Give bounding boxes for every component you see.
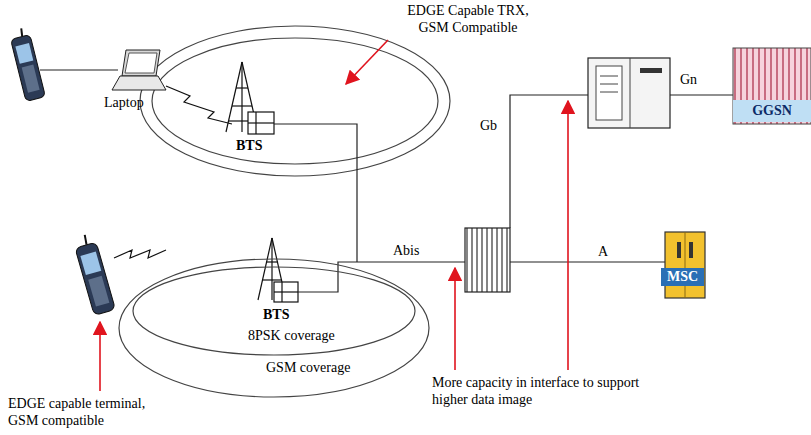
bts-tower	[236, 87, 248, 88]
mobile-phone	[88, 276, 109, 307]
gb-interface	[510, 95, 588, 228]
data-cable	[40, 69, 118, 70]
ggsn-box: GGSN	[733, 100, 811, 122]
bts-tower	[266, 261, 278, 262]
bts-tower	[248, 122, 274, 123]
bts-label: BTS	[236, 138, 262, 154]
callout-arrow	[567, 101, 569, 370]
ggsn-cabinet	[733, 48, 811, 124]
mobile-phone	[22, 65, 40, 93]
radio-link	[114, 250, 166, 258]
coverage-ellipse: 8PSK coverage BTS	[132, 266, 416, 356]
abis-wire	[298, 262, 465, 292]
bts-tower	[232, 105, 252, 106]
mobile-phone	[9, 27, 46, 102]
node-label: MSC	[667, 269, 698, 285]
bts-tower	[274, 282, 298, 302]
sgsn-server	[588, 58, 670, 128]
bts-tower	[262, 279, 282, 280]
sgsn-server	[588, 58, 670, 128]
msc-box: MSC	[661, 268, 704, 286]
ellipse-outline	[119, 259, 429, 397]
callout-note: EDGE capable terminal, GSM compatible	[8, 395, 173, 429]
cell-outline	[140, 26, 450, 176]
node-label: GGSN	[733, 103, 811, 119]
mobile-phone	[84, 235, 88, 245]
laptop-icon	[112, 76, 166, 90]
ellipse-outline	[133, 267, 415, 355]
cell-outline	[140, 26, 450, 176]
mobile-phone	[75, 242, 115, 315]
callout-note: More capacity in interface to support hi…	[432, 374, 642, 408]
msc-cabinet	[665, 232, 705, 298]
bts-label: BTS	[263, 307, 289, 323]
interface-name: Abis	[393, 242, 419, 259]
gn-interface	[670, 94, 733, 95]
msc-cabinet	[677, 242, 681, 258]
sgsn-server	[600, 76, 618, 77]
callout-note: EDGE Capable TRX, GSM Compatible	[393, 2, 543, 36]
mobile-phone	[11, 35, 46, 102]
sgsn-server	[600, 92, 618, 93]
interface-name: Gb	[480, 117, 497, 134]
callout-arrow	[100, 40, 568, 391]
laptop-icon	[125, 53, 157, 73]
device-label: Laptop	[104, 95, 144, 111]
node-label: BTS	[236, 138, 262, 154]
bsc-rack	[465, 228, 510, 292]
laptop-icon	[122, 50, 160, 76]
msc-cabinet	[685, 232, 686, 298]
coverage-ellipse: GSM coverage 8PSK coverage BTS	[118, 258, 430, 398]
sgsn-server	[630, 58, 631, 128]
sgsn-server	[596, 66, 622, 120]
region-label: 8PSK coverage	[248, 328, 335, 344]
msc-cabinet	[665, 232, 705, 298]
bts-tower	[258, 238, 298, 302]
interface-name: A	[598, 243, 608, 260]
callout-arrow	[99, 322, 101, 391]
radio-link	[166, 86, 232, 124]
bts-tower	[258, 238, 272, 300]
callout-arrow	[454, 268, 456, 370]
mobile-phone	[72, 232, 115, 315]
bts-tower	[274, 291, 298, 292]
interface-name: Gn	[680, 71, 697, 88]
node-label: Laptop	[104, 95, 144, 111]
abis-wire	[274, 124, 357, 262]
node-label: BTS	[263, 307, 289, 323]
sgsn-server	[600, 84, 618, 85]
msc-cabinet	[689, 242, 693, 258]
callout-arrow	[346, 40, 388, 84]
bts-tower	[271, 238, 272, 300]
cell-outline	[152, 38, 438, 164]
mobile-phone	[20, 28, 23, 36]
laptop-icon	[112, 50, 166, 90]
a-interface	[510, 261, 665, 262]
mobile-phone	[80, 251, 101, 275]
region-label: GSM coverage	[266, 360, 350, 376]
mobile-phone	[15, 43, 33, 64]
bts-tower	[226, 62, 274, 134]
sgsn-server	[640, 68, 662, 73]
bts-tower	[248, 112, 274, 134]
